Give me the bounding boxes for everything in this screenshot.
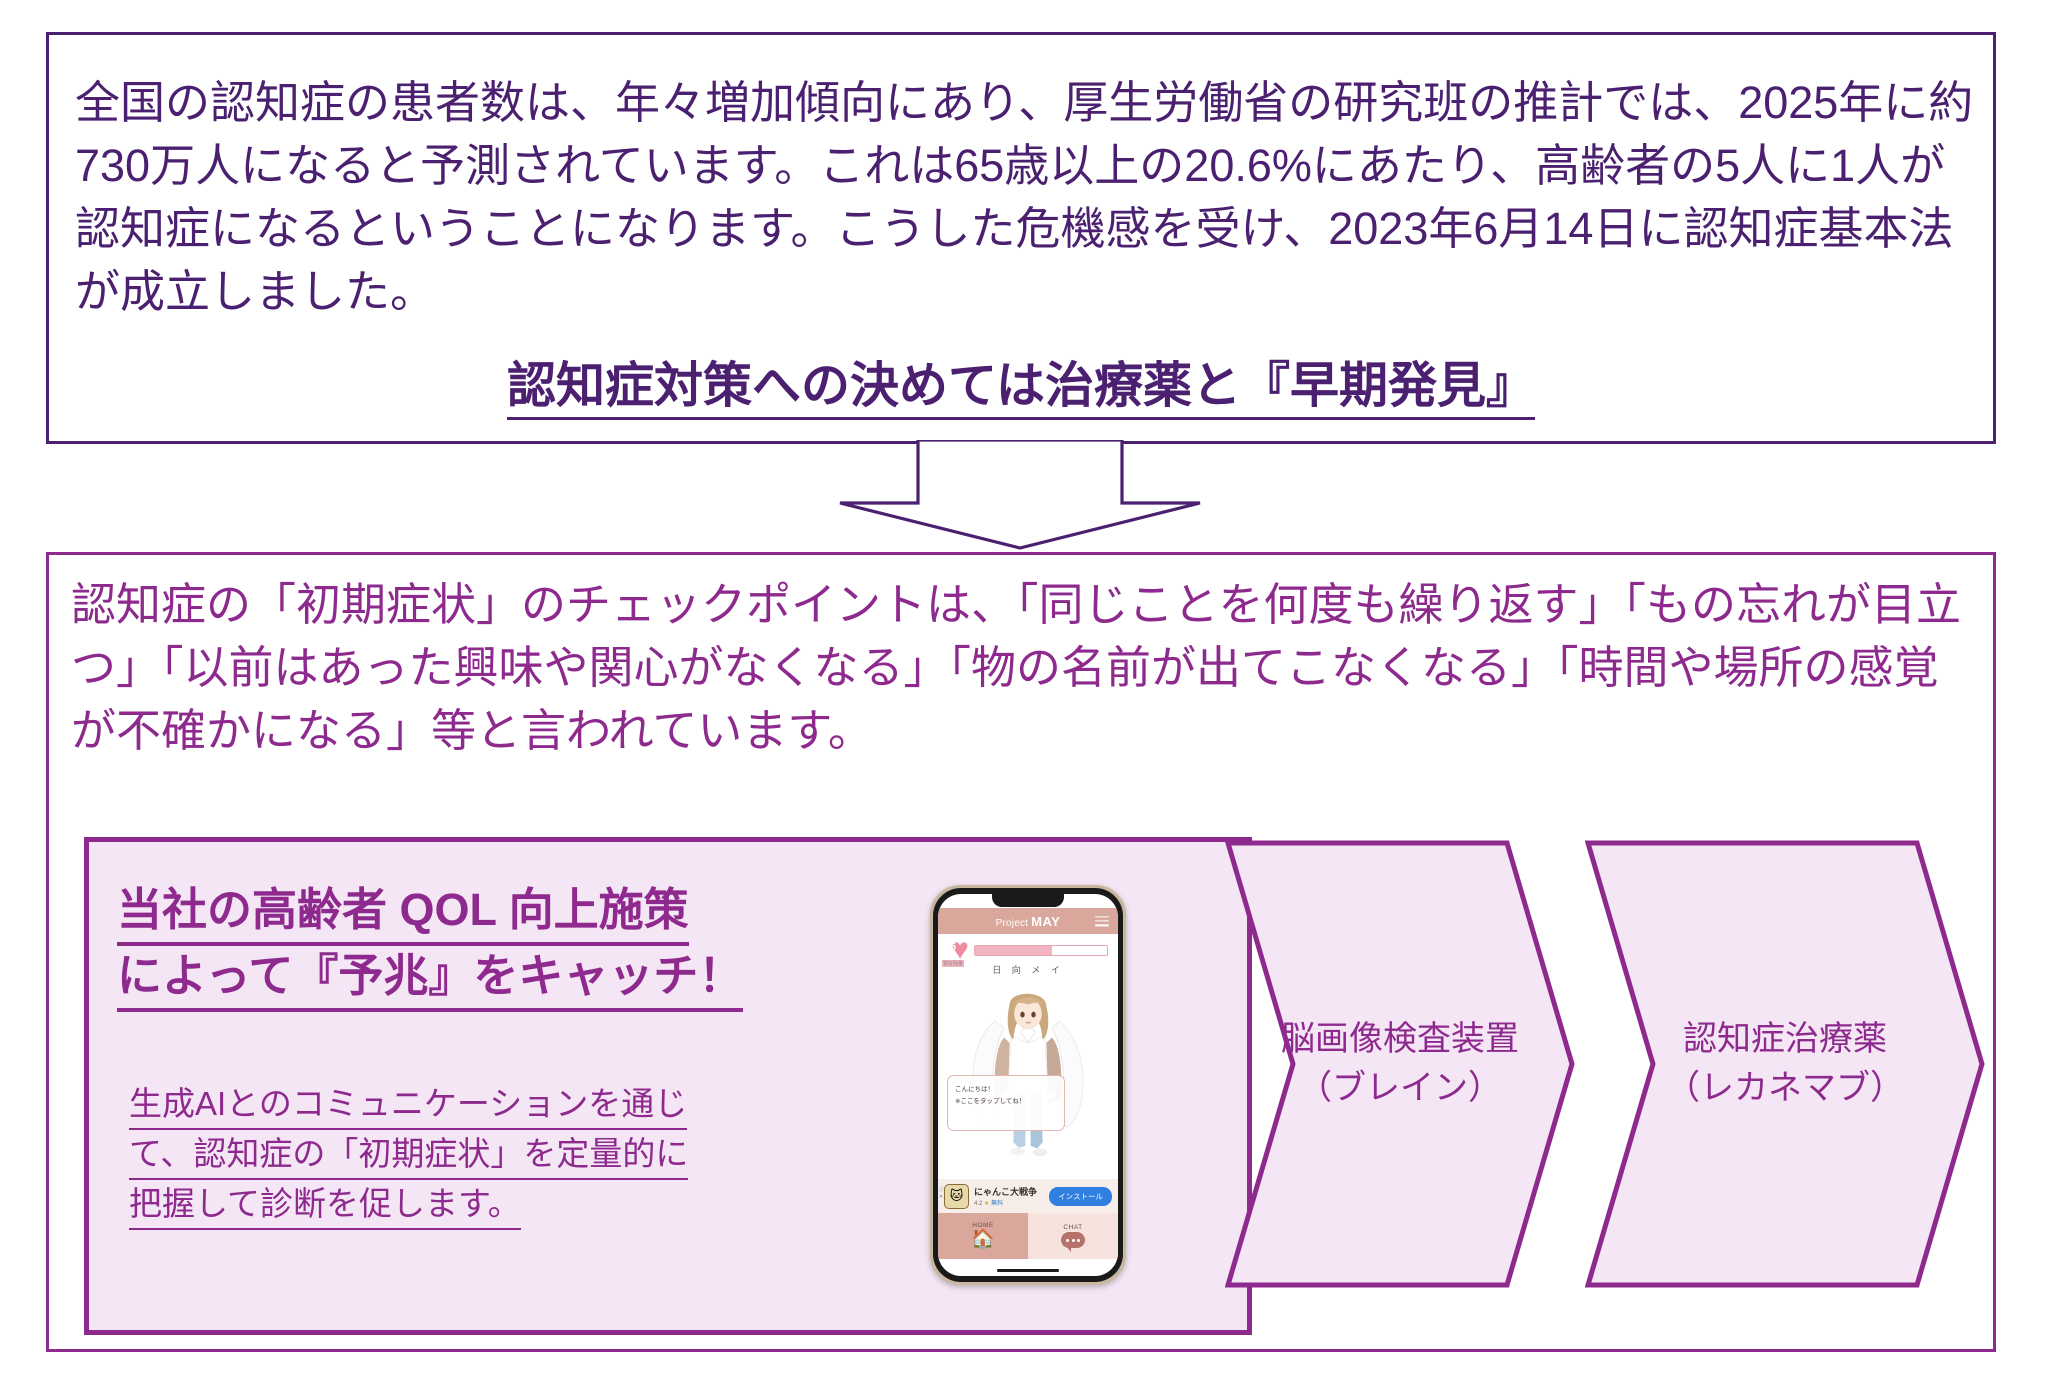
ad-install-button[interactable]: インストール	[1049, 1186, 1112, 1206]
qol-body-line-3: 把握して診断を促します。	[129, 1180, 521, 1230]
hamburger-bar	[1095, 924, 1109, 926]
ad-app-icon: 🐱	[944, 1183, 969, 1209]
app-header-bar: Project MAY	[938, 908, 1118, 934]
chevron-dementia-drug: 認知症治療薬 （レカネマブ）	[1585, 840, 1985, 1288]
speech-line-2: ※ここをタップしてね！	[955, 1098, 1026, 1105]
star-icon: ★	[984, 1201, 990, 1207]
chat-bubble-icon	[1061, 1232, 1085, 1252]
phone-bezel: Project MAY ♥ 6 現在残量 日 向 メ	[933, 888, 1123, 1282]
hp-progress-bar	[974, 945, 1108, 956]
home-icon: 🏠	[971, 1229, 995, 1250]
qol-body-line-1: 生成AIとのコミュニケーションを通じ	[129, 1080, 688, 1130]
chat-dot	[1077, 1238, 1080, 1242]
smartphone-mockup: Project MAY ♥ 6 現在残量 日 向 メ	[930, 885, 1126, 1285]
qol-panel-body: 生成AIとのコミュニケーションを通じ て、認知症の「初期症状」を定量的に 把握し…	[129, 1080, 869, 1230]
hamburger-bar	[1095, 916, 1109, 918]
character-illustration[interactable]: こんにちは！ ※ここをタップしてね！	[938, 976, 1118, 1179]
speech-line-1: こんにちは！	[955, 1086, 994, 1093]
chevron2-line1: 認知症治療薬	[1683, 1020, 1887, 1058]
chevron-shape	[1585, 840, 1985, 1288]
hp-meter-row: ♥ 6 現在残量	[938, 933, 1118, 967]
hamburger-icon[interactable]	[1095, 913, 1109, 928]
app-title: Project MAY	[996, 914, 1061, 929]
ad-info-close-icons[interactable]: ⓘ✕	[939, 1187, 945, 1200]
ad-app-title: にゃんこ大戦争	[974, 1187, 1038, 1197]
chevron-dementia-drug-label: 認知症治療薬 （レカネマブ）	[1585, 1015, 1985, 1113]
speech-bubble[interactable]: こんにちは！ ※ここをタップしてね！	[947, 1075, 1065, 1131]
qol-title-line-1: 当社の高齢者 QOL 向上施策	[117, 880, 689, 946]
chat-dot	[1066, 1238, 1069, 1242]
chevron1-line2: （ブレイン）	[1298, 1069, 1502, 1107]
ad-text-group: にゃんこ大戦争 4.2 ★ 無料	[974, 1185, 1044, 1207]
qol-panel-title: 当社の高齢者 QOL 向上施策 によって『予兆』をキャッチ！	[117, 880, 877, 1012]
chevron2-line2: （レカネマブ）	[1666, 1069, 1904, 1107]
ad-banner[interactable]: ⓘ✕ 🐱 にゃんこ大戦争 4.2 ★ 無料 インストール	[938, 1179, 1118, 1213]
hp-caption: 現在残量	[942, 960, 965, 967]
hp-value: 6	[949, 941, 957, 953]
phone-notch	[992, 894, 1064, 907]
app-title-prefix: Project	[995, 917, 1032, 929]
tab-home[interactable]: HOME 🏠	[938, 1213, 1028, 1259]
chevron-shape	[1225, 840, 1575, 1288]
statistics-headline-text: 認知症対策への決めては治療薬と『早期発見』	[506, 359, 1536, 420]
chevron-brain-imaging-label: 脳画像検査装置 （ブレイン）	[1225, 1015, 1575, 1113]
symptoms-paragraph: 認知症の「初期症状」のチェックポイントは、「同じことを何度も繰り返す」「もの忘れ…	[71, 579, 1962, 756]
ad-price: 無料	[991, 1201, 1004, 1207]
tab-chat-label: CHAT	[1063, 1224, 1083, 1231]
hp-progress-fill	[975, 946, 1052, 955]
qol-title-line-2: によって『予兆』をキャッチ！	[117, 946, 744, 1012]
qol-body-line-2: て、認知症の「初期症状」を定量的に	[129, 1130, 689, 1180]
down-arrow-icon	[839, 440, 1201, 550]
statistics-paragraph: 全国の認知症の患者数は、年々増加傾向にあり、厚生労働省の研究班の推計では、202…	[75, 77, 1974, 317]
statistics-headline: 認知症対策への決めては治療薬と『早期発見』	[49, 355, 1993, 420]
phone-screen: Project MAY ♥ 6 現在残量 日 向 メ	[938, 894, 1118, 1276]
character-name: 日 向 メ イ	[992, 965, 1064, 975]
app-title-bold: MAY	[1031, 913, 1061, 929]
chat-dot	[1071, 1238, 1075, 1242]
bottom-tab-bar: HOME 🏠 CHAT	[938, 1213, 1118, 1259]
tab-chat[interactable]: CHAT	[1028, 1213, 1118, 1259]
ad-meta: 4.2 ★ 無料	[974, 1198, 1044, 1207]
statistics-box: 全国の認知症の患者数は、年々増加傾向にあり、厚生労働省の研究班の推計では、202…	[46, 32, 1996, 444]
chevron1-line1: 脳画像検査装置	[1281, 1020, 1519, 1058]
ad-rating-value: 4.2	[974, 1201, 983, 1207]
tab-home-label: HOME	[972, 1222, 994, 1229]
heart-icon: ♥	[951, 933, 969, 966]
hamburger-bar	[1095, 920, 1109, 922]
chevron-brain-imaging: 脳画像検査装置 （ブレイン）	[1225, 840, 1575, 1288]
home-indicator	[997, 1269, 1059, 1272]
